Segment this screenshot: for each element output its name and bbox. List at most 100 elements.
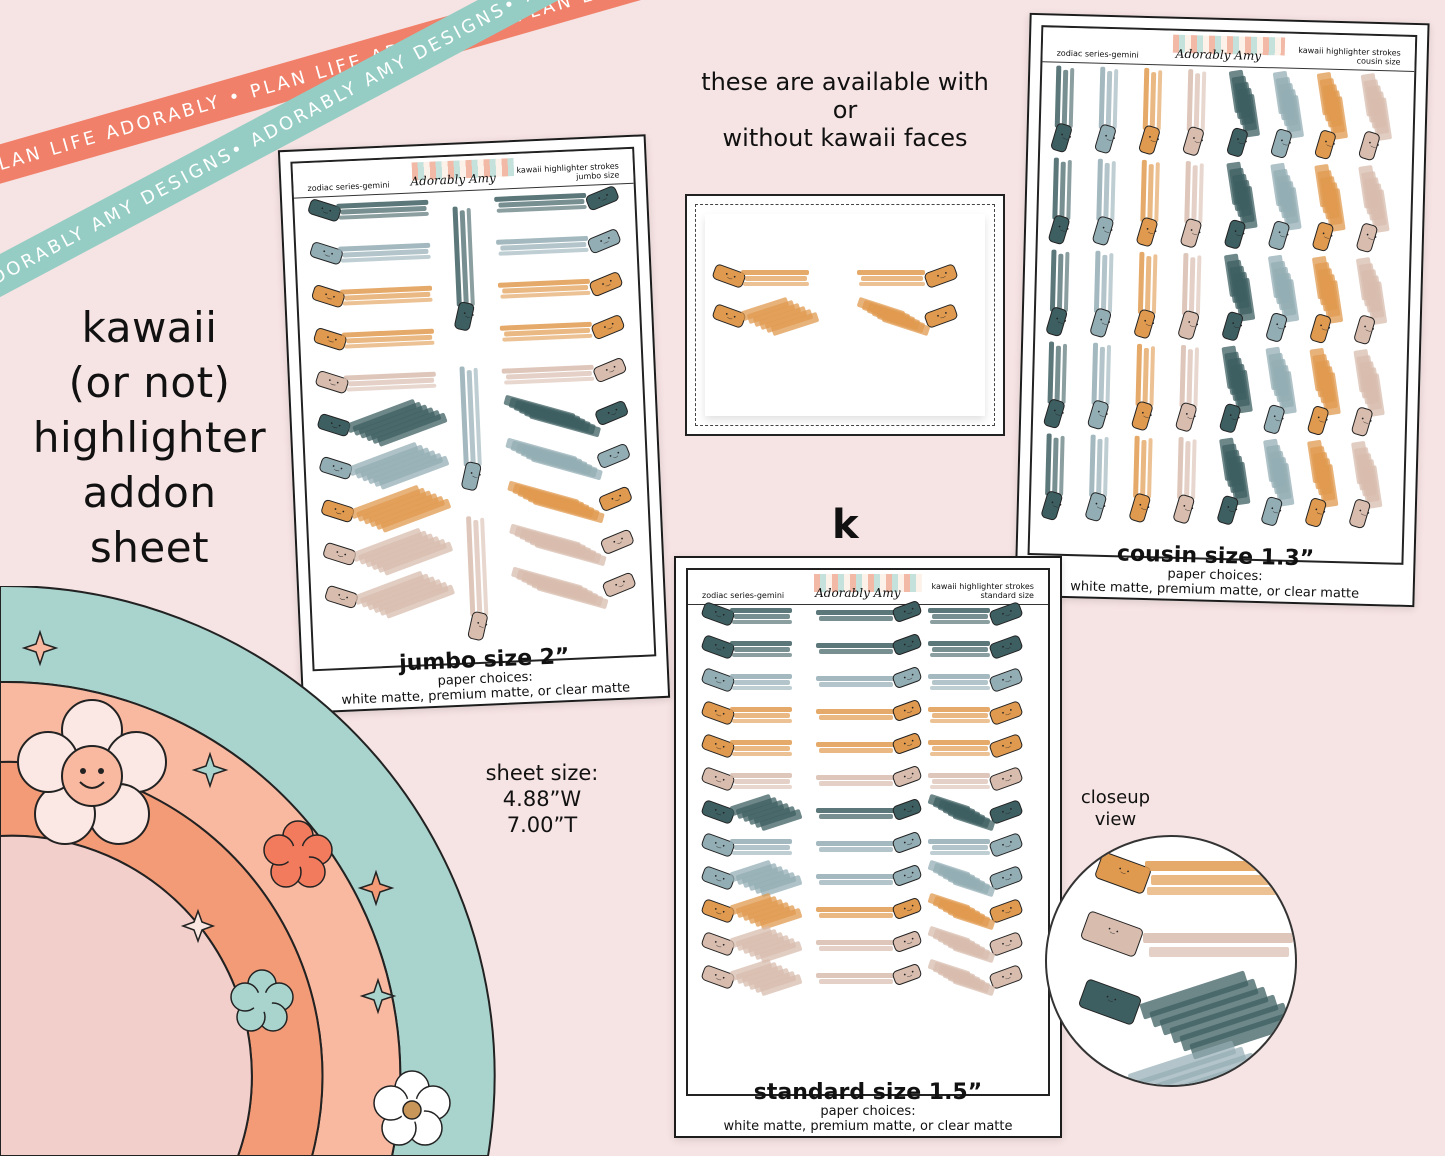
highlighter-stroke — [734, 680, 790, 685]
highlighter-pen-icon: •‿• — [593, 399, 630, 427]
highlighter-stroke — [1052, 157, 1059, 220]
highlighter-stroke — [816, 709, 896, 714]
highlighter-pen-icon: •‿• — [891, 764, 923, 789]
highlighter-pen-icon: •‿• — [891, 962, 923, 987]
highlighter-pen-icon: •‿• — [891, 599, 923, 624]
highlighter-stroke — [1151, 254, 1158, 315]
highlighter-pen-icon: •‿• — [1313, 128, 1338, 161]
highlighter-stroke — [1184, 441, 1191, 498]
highlighter-stroke — [1177, 436, 1184, 500]
highlighter-stroke — [819, 880, 893, 885]
highlighter-stroke — [819, 781, 893, 786]
highlighter-stroke — [1147, 164, 1154, 221]
highlighter-stroke — [819, 649, 893, 654]
highlighter-stroke — [819, 616, 893, 621]
highlighter-stroke — [734, 779, 790, 784]
highlighter-pen-icon: •‿• — [891, 698, 923, 723]
highlighter-pen-icon: •‿• — [1086, 399, 1110, 431]
highlighter-pen-icon: •‿• — [1172, 493, 1196, 525]
highlighter-stroke — [730, 839, 792, 844]
highlighter-stroke — [819, 979, 893, 984]
highlighter-stroke — [928, 773, 990, 778]
highlighter-stroke — [732, 620, 792, 624]
highlighter-stroke — [1054, 345, 1062, 402]
highlighter-stroke — [861, 276, 923, 281]
highlighter-stroke — [1198, 163, 1204, 224]
highlighter-stroke — [1147, 438, 1153, 499]
title-line-3: highlighter — [32, 413, 267, 462]
highlighter-stroke — [730, 674, 792, 679]
highlighter-pen-icon: •‿• — [1047, 214, 1071, 246]
highlighter-pen-icon: •‿• — [1355, 222, 1379, 254]
highlighter-pen-icon: •‿• — [595, 442, 632, 470]
availability-line-2: or — [832, 96, 858, 124]
highlighter-stroke — [930, 785, 990, 789]
highlighter-stroke — [816, 676, 896, 681]
highlighter-stroke — [732, 653, 792, 657]
flower-icon — [263, 820, 333, 888]
highlighter-stroke — [734, 614, 790, 619]
highlighter-pen-icon: •‿• — [1350, 406, 1374, 438]
highlighter-stroke — [816, 643, 896, 648]
highlighter-pen-icon: •‿• — [1093, 123, 1118, 155]
highlighter-stroke — [857, 270, 925, 275]
highlighter-stroke — [1184, 161, 1191, 224]
highlighter-stroke — [1049, 249, 1057, 312]
highlighter-pen-icon: •‿• — [597, 485, 634, 513]
cousin-caption: cousin size 1.3” paper choices: white ma… — [1017, 540, 1414, 603]
highlighter-stroke — [1149, 947, 1289, 957]
sparkle-icon — [21, 629, 59, 667]
highlighter-pen-icon: •‿• — [1225, 126, 1250, 159]
flower-icon — [373, 1070, 451, 1146]
highlighter-pen-icon: •‿• — [1049, 122, 1074, 154]
highlighter-stroke — [1059, 161, 1066, 218]
highlighter-pen-icon: •‿• — [1357, 130, 1381, 162]
highlighter-stroke — [1063, 251, 1070, 312]
highlighter-stroke — [1096, 438, 1103, 495]
highlighter-pen-icon: •‿• — [1130, 400, 1154, 432]
highlighter-pen-icon: •‿• — [1220, 310, 1245, 342]
highlighter-stroke — [730, 773, 792, 778]
highlighter-stroke — [1098, 346, 1105, 403]
paper-choices-label: paper choices: — [820, 1104, 916, 1120]
highlighter-pen-icon: •‿• — [1132, 308, 1157, 340]
highlighter-stroke — [1179, 344, 1187, 408]
highlighter-stroke — [1096, 158, 1103, 221]
paper-options: white matte, premium matte, or clear mat… — [723, 1118, 1013, 1134]
highlighter-pen-icon: •‿• — [308, 240, 345, 266]
highlighter-stroke — [1151, 875, 1295, 885]
highlighter-pen-icon: •‿• — [1084, 491, 1108, 523]
highlighter-stroke — [928, 608, 990, 613]
highlighter-stroke — [732, 752, 792, 756]
highlighter-stroke — [1066, 159, 1072, 220]
highlighter-pen-icon: •‿• — [1216, 494, 1240, 526]
highlighter-stroke — [819, 946, 893, 951]
standard-sheet-preview: zodiac series-gemini Adorably Amy kawaii… — [674, 556, 1062, 1138]
highlighter-stroke — [1142, 347, 1149, 405]
face-comparison-sample: •‿••‿••‿••‿• — [685, 194, 1005, 436]
highlighter-pen-icon: •‿• — [988, 667, 1024, 693]
highlighter-stroke — [932, 779, 988, 784]
highlighter-stroke — [1143, 933, 1293, 943]
highlighter-stroke — [1144, 256, 1152, 313]
highlighter-pen-icon: •‿• — [700, 634, 736, 660]
highlighter-stroke — [732, 686, 792, 690]
highlighter-stroke — [819, 913, 893, 918]
availability-line-1: these are available with — [701, 68, 989, 96]
closeup-label: closeup view — [1080, 787, 1151, 830]
highlighter-stroke — [816, 907, 896, 912]
highlighter-stroke — [734, 647, 790, 652]
highlighter-pen-icon: •‿• — [1091, 215, 1115, 247]
highlighter-stroke — [819, 748, 893, 753]
highlighter-pen-icon: •‿• — [1348, 497, 1372, 530]
highlighter-pen-icon: •‿• — [1137, 124, 1162, 156]
highlighter-stroke — [930, 686, 990, 690]
sheet-height: 7.00”T — [506, 813, 578, 837]
highlighter-pen-icon: •‿• — [1269, 127, 1294, 160]
highlighter-stroke — [1149, 346, 1156, 407]
sheet-width: 4.88”W — [502, 787, 582, 811]
highlighter-stroke — [932, 746, 988, 751]
highlighter-pen-icon: •‿• — [891, 731, 923, 756]
highlighter-stroke — [1188, 257, 1196, 314]
highlighter-stroke — [1195, 255, 1202, 316]
